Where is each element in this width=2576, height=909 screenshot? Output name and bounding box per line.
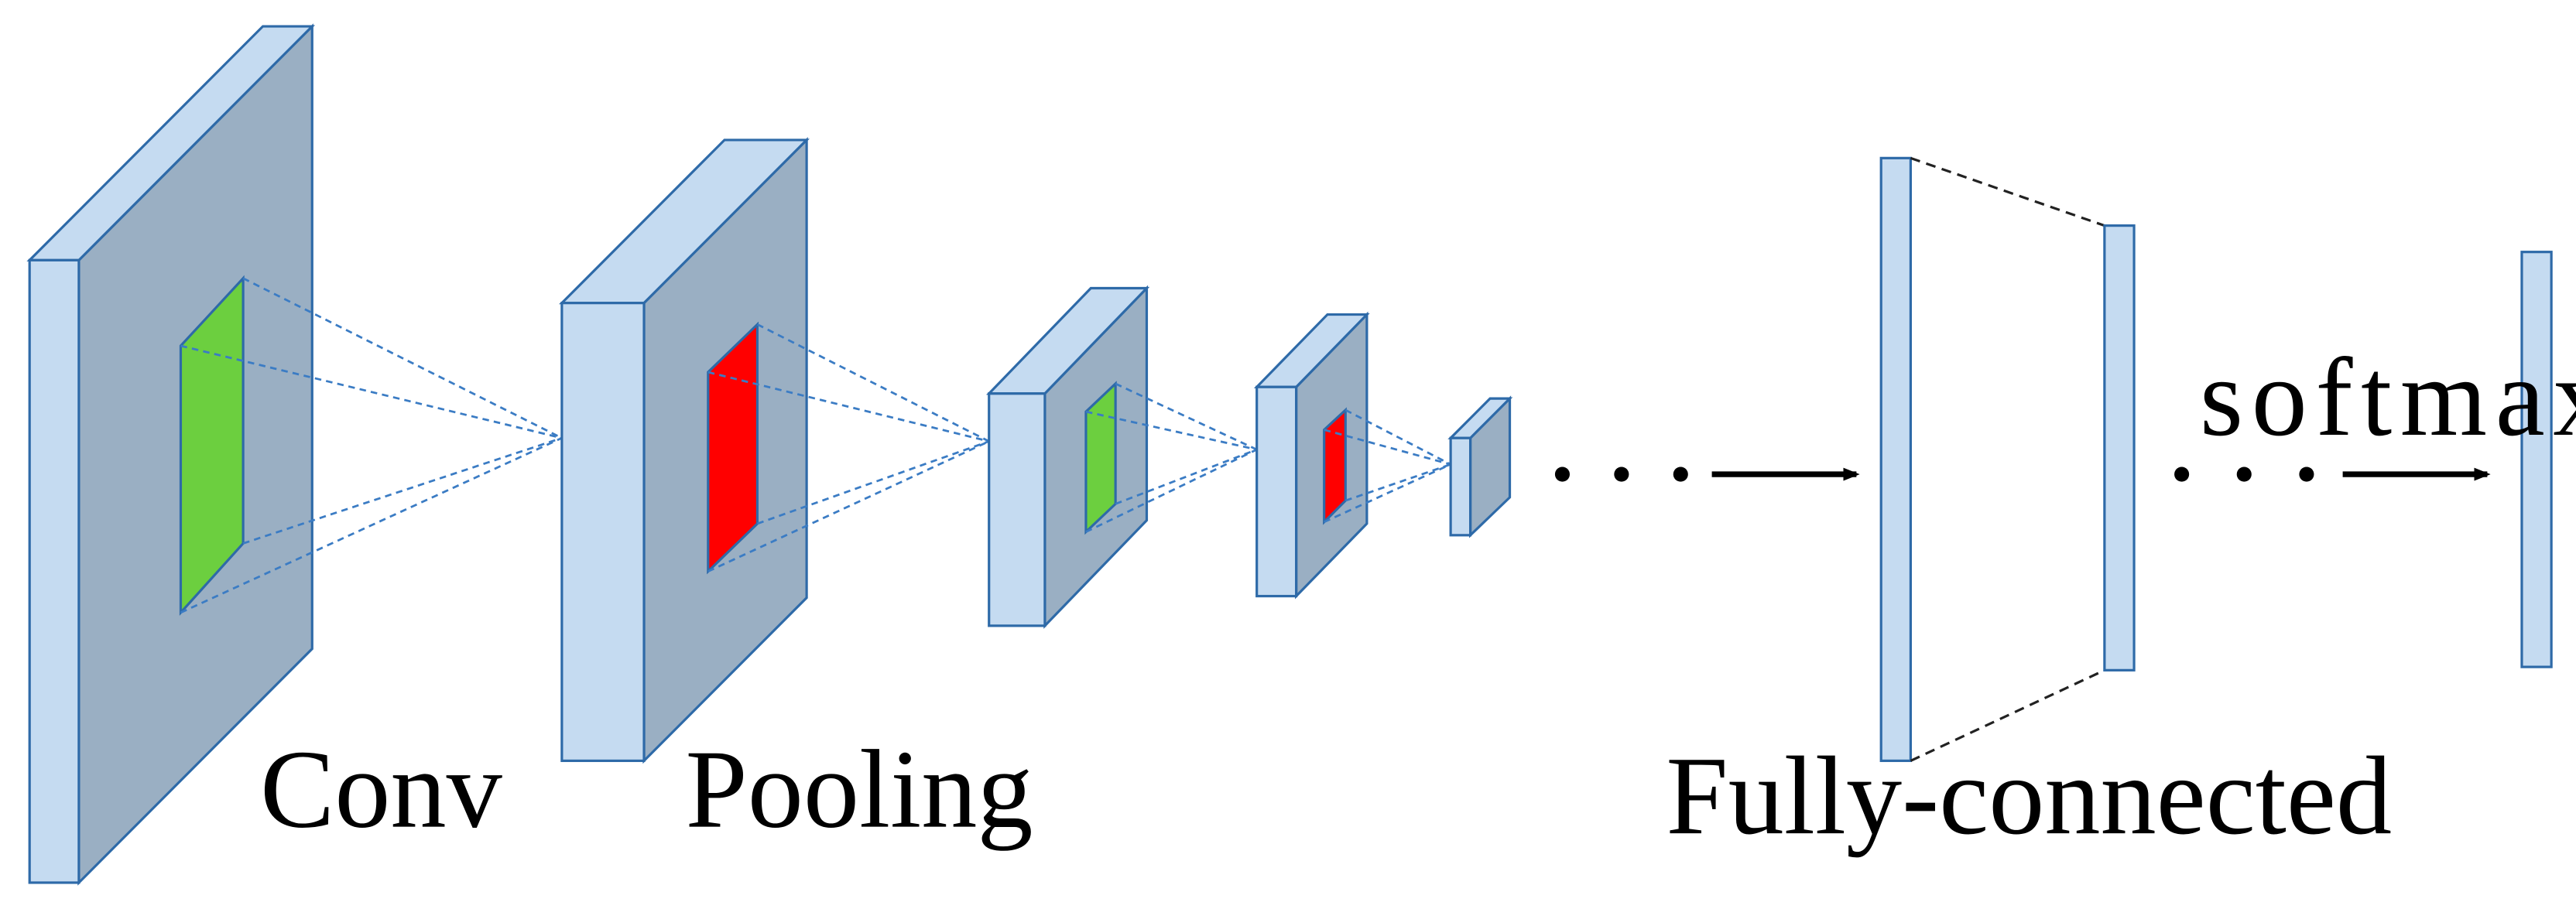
- pooling-projection-lines: [707, 323, 990, 572]
- softmax-output-layer: [2520, 251, 2553, 668]
- input-layer-front: [28, 258, 80, 884]
- conv-output-front: [560, 302, 646, 763]
- conv2-receptive-field: [1084, 381, 1117, 535]
- conv-output-volume: [559, 137, 810, 764]
- pooling-output-volume: [985, 285, 1150, 629]
- fully-connected-label: Fully-connected: [1666, 734, 2392, 858]
- pooling2-receptive-field: [1323, 407, 1347, 525]
- softmax-label: softmax: [2200, 336, 2576, 460]
- fc-connection-lines: [1910, 156, 2105, 762]
- pooling2-output-volume: [1447, 395, 1513, 538]
- pooling2-projection-lines: [1324, 408, 1451, 524]
- ellipsis-dots-icon: [1554, 466, 1688, 482]
- pooling-output-front: [988, 392, 1046, 627]
- conv-label: Conv: [260, 727, 502, 851]
- ellipsis-dots-icon: [2174, 466, 2314, 482]
- fc-layer-2: [2103, 224, 2136, 671]
- fc-layer-1: [1879, 156, 1912, 763]
- conv2-output-front: [1255, 385, 1298, 598]
- pooling2-output-front: [1449, 436, 1472, 537]
- conv2-output-volume: [1253, 311, 1370, 600]
- conv-projection-lines: [180, 277, 563, 614]
- conv2-projection-lines: [1085, 382, 1258, 533]
- pooling-label: Pooling: [686, 727, 1033, 851]
